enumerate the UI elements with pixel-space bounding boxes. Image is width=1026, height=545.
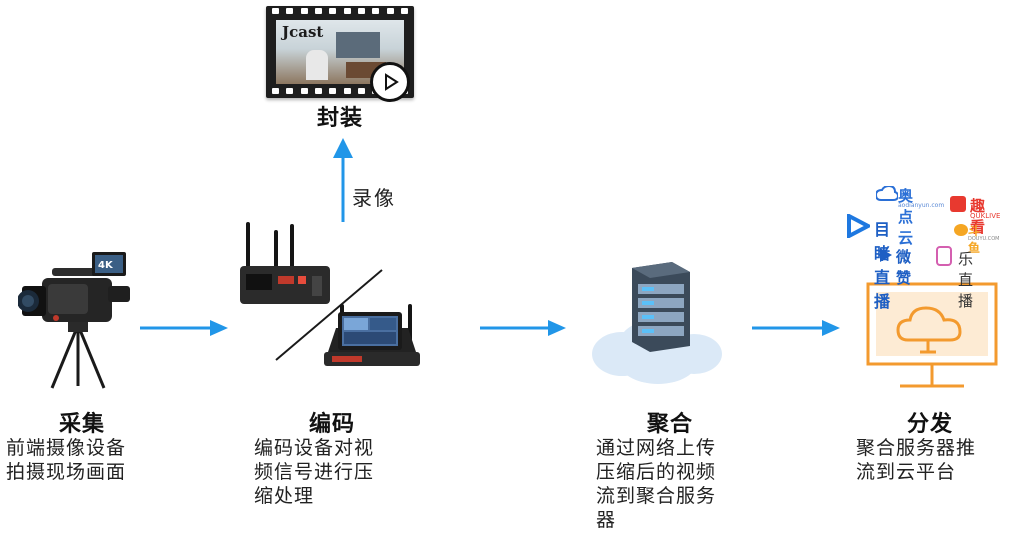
encoder-illustration [240, 222, 420, 366]
arrow-encode-to-aggregate [480, 320, 566, 336]
server-cloud-illustration [592, 262, 722, 384]
stage-aggregate-desc-line: 压缩后的视频 [596, 461, 717, 483]
camera-illustration: 4K [18, 252, 130, 389]
stage-distribute-desc-line: 流到云平台 [856, 461, 957, 483]
recording-film-strip: Jcast [266, 6, 414, 102]
stage-encode-desc-line: 编码设备对视 [254, 437, 375, 459]
package-title: 封装 [316, 106, 363, 131]
stage-capture-desc-line: 拍摄现场画面 [6, 461, 127, 483]
stage-distribute-title: 分发 [906, 412, 953, 437]
play-icon [370, 62, 410, 102]
stage-distribute-desc: 聚合服务器推 流到云平台 [856, 436, 1016, 484]
lezhibo-icon [936, 246, 952, 266]
aodianyun-logo: 奥点云 aodianyun.com [874, 184, 944, 247]
arrow-encode-to-package [333, 138, 353, 222]
stage-encode-title: 编码 [308, 412, 355, 437]
weizan-text: 微赞 [896, 248, 912, 287]
stage-capture-title: 采集 [58, 412, 105, 437]
lezhibo-text: 乐直播 [958, 250, 974, 310]
stage-aggregate-desc-line: 流到聚合服务 [596, 485, 717, 507]
douyu-sub-text: DOUYU.COM [968, 236, 1000, 242]
stage-aggregate-desc-line: 器 [596, 509, 617, 531]
cloud-monitor-illustration [866, 282, 998, 388]
aodianyun-text: 奥点云 [898, 187, 914, 247]
stage-aggregate-desc-line: 通过网络上传 [596, 437, 717, 459]
stage-aggregate-desc: 通过网络上传 压缩后的视频 流到聚合服务 器 [596, 436, 756, 532]
stage-aggregate-title: 聚合 [646, 412, 693, 437]
stage-capture-desc-line: 前端摄像设备 [6, 437, 127, 459]
stage-capture-desc: 前端摄像设备 拍摄现场画面 [6, 436, 166, 484]
record-label: 录像 [352, 186, 396, 210]
mudu-logo: 目睹直播 [846, 212, 890, 311]
camera-4k-badge: 4K [98, 260, 114, 271]
film-logo-text: Jcast [282, 23, 324, 41]
weizan-logo: 微赞 [876, 246, 911, 287]
stage-encode-desc-line: 缩处理 [254, 485, 315, 507]
qukan-text: 趣看 [970, 197, 986, 236]
douyu-text: 斗鱼 [968, 224, 981, 255]
stage-distribute-desc-line: 聚合服务器推 [856, 437, 977, 459]
stage-encode-desc: 编码设备对视 频信号进行压 缩处理 [254, 436, 414, 508]
stage-encode-desc-line: 频信号进行压 [254, 461, 375, 483]
platform-logos: 奥点云 aodianyun.com 趣看 QUKLIVE 目睹直播 斗鱼 DOU… [842, 184, 1020, 311]
douyu-icon [954, 224, 968, 236]
arrow-aggregate-to-distribute [752, 320, 840, 336]
qukan-sub-text: QUKLIVE [970, 212, 1001, 220]
aodianyun-sub-text: aodianyun.com [898, 202, 945, 209]
arrow-capture-to-encode [140, 320, 228, 336]
qukan-icon [950, 196, 966, 212]
